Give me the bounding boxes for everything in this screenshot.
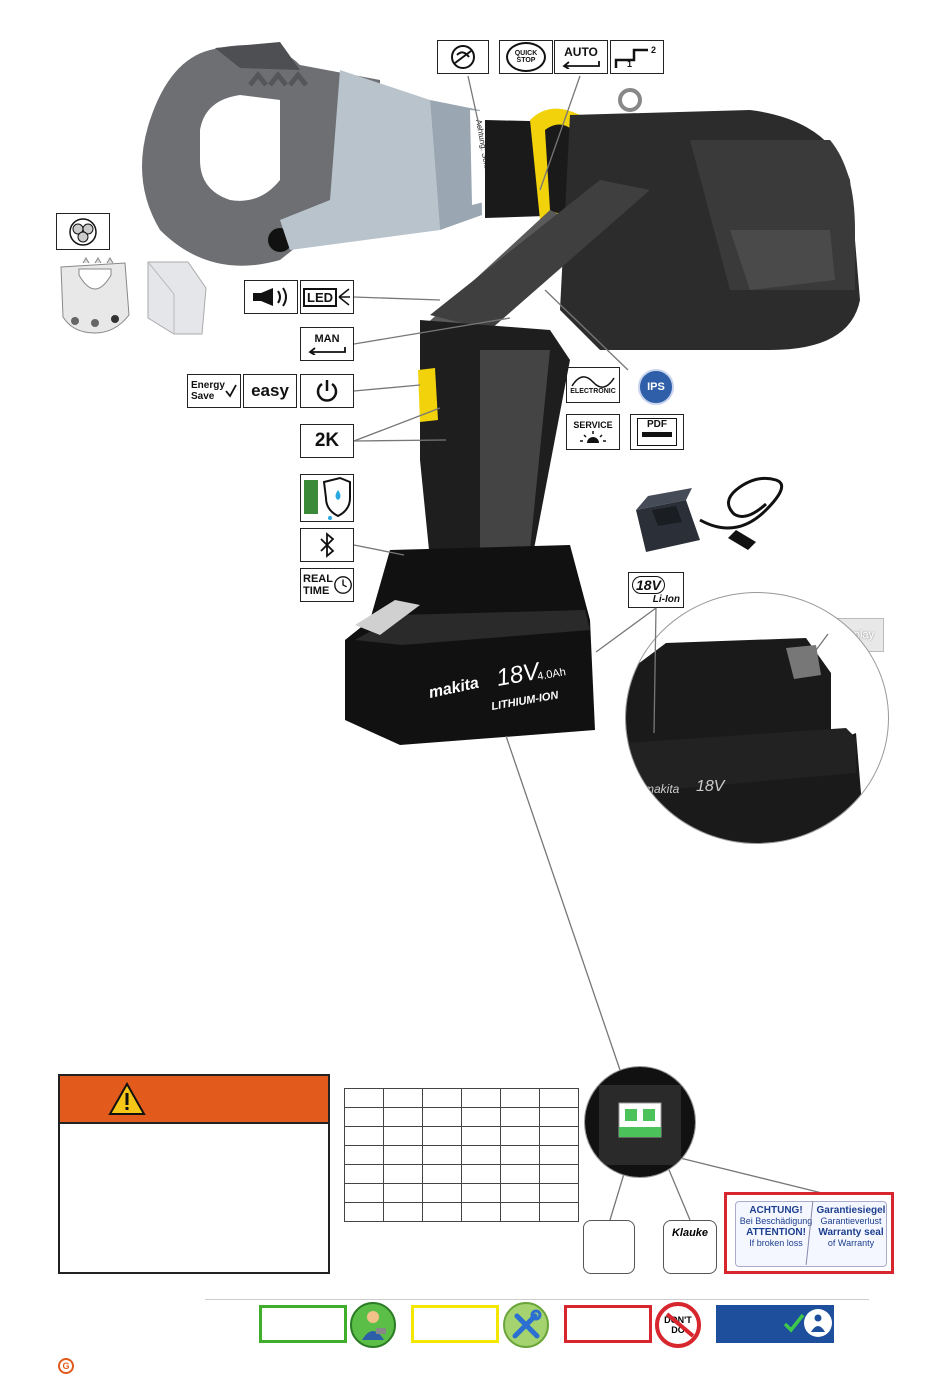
consult-manual-icon xyxy=(804,1309,832,1337)
pdf-label: PDF xyxy=(647,419,667,430)
quick-stop-label-bottom: STOP xyxy=(516,56,536,64)
legend-blue-box xyxy=(716,1305,834,1343)
seal-left-line1: ACHTUNG! xyxy=(749,1205,803,1216)
quick-stop-icon: QUICK STOP xyxy=(499,40,553,74)
table-row xyxy=(344,1145,579,1165)
legend-green-box xyxy=(259,1305,347,1343)
tools-maintenance-icon xyxy=(503,1302,549,1348)
auto-return-icon: AUTO xyxy=(554,40,608,74)
manual-return-icon: MAN xyxy=(300,327,354,361)
warning-header xyxy=(60,1076,328,1124)
led-light-icon: LED xyxy=(300,280,354,314)
seal-left-line2: Bei Beschädigung xyxy=(739,1216,813,1226)
easy-label: easy xyxy=(251,381,289,400)
cable-cross-section-icon xyxy=(56,213,110,250)
hands-off-icon xyxy=(437,40,489,74)
seal-left-line4: If broken loss xyxy=(749,1238,803,1248)
seal-right-line3: Warranty seal xyxy=(818,1227,884,1238)
service-indicator-icon: SERVICE xyxy=(566,414,620,450)
battery-voltage-label: 18V xyxy=(632,575,665,594)
cutting-blade-image xyxy=(60,257,130,334)
seal-right-line4: of Warranty xyxy=(827,1238,875,1248)
two-k-label: 2K xyxy=(314,430,340,451)
electronic-label: ELECTRONIC xyxy=(570,387,616,395)
water-protection-icon xyxy=(300,474,354,522)
battery-charger-image xyxy=(636,476,784,552)
battery-18v-li-ion-icon: 18V Li-Ion xyxy=(628,572,684,608)
zoom-brand-text: makita xyxy=(644,782,680,796)
warranty-seal: ACHTUNG! Bei Beschädigung ATTENTION! If … xyxy=(724,1192,894,1274)
man-label: MAN xyxy=(314,333,340,345)
ips-label: IPS xyxy=(647,381,665,393)
dont-do-line2: DO xyxy=(671,1325,685,1335)
user-operation-icon xyxy=(350,1302,396,1348)
battery-zoom-circle: makita 18V xyxy=(625,592,889,844)
seal-right-line2: Garantieverlust xyxy=(820,1216,882,1226)
zoom-voltage-text: 18V xyxy=(696,778,726,795)
power-icon xyxy=(300,374,354,408)
footer-mark-text: G xyxy=(62,1360,70,1371)
table-row xyxy=(344,1088,579,1108)
ips-icon: IPS xyxy=(638,369,674,405)
data-grid-table xyxy=(344,1088,579,1222)
warning-triangle-icon xyxy=(108,1082,146,1115)
service-label: SERVICE xyxy=(573,420,613,430)
electronic-icon: ELECTRONIC xyxy=(566,367,620,403)
blade-insert-image xyxy=(147,261,207,335)
pdf-report-icon: PDF xyxy=(630,414,684,450)
energy-save-line1: Energy xyxy=(191,380,225,391)
legend-red-box xyxy=(564,1305,652,1343)
bluetooth-icon xyxy=(300,528,354,562)
stage-1-label: 1 xyxy=(627,59,633,69)
stage-2-label: 2 xyxy=(651,45,657,55)
dont-do-icon: DON'T DO xyxy=(655,1302,701,1348)
real-time-line1: REAL xyxy=(303,573,333,585)
battery-capacity-text: 4.0Ah xyxy=(536,666,566,683)
table-row xyxy=(344,1164,579,1184)
klauke-cap: Klauke xyxy=(663,1220,717,1274)
easy-icon: easy xyxy=(243,374,297,408)
quick-stop-label-top: QUICK xyxy=(514,49,538,57)
two-stage-icon: 1 2 xyxy=(610,40,664,74)
real-time-clock-icon: REAL TIME xyxy=(300,568,354,602)
energy-save-icon: Energy Save xyxy=(187,374,241,408)
led-label: LED xyxy=(303,287,337,307)
table-row xyxy=(344,1183,579,1203)
auto-label: AUTO xyxy=(564,45,598,59)
warning-box xyxy=(58,1074,330,1274)
acoustic-signal-icon xyxy=(244,280,298,314)
energy-save-line2: Save xyxy=(191,391,215,402)
two-component-icon: 2K xyxy=(300,424,354,458)
battery-chem-label: Li-Ion xyxy=(652,593,680,605)
seal-right-line1: Garantiesiegel xyxy=(816,1205,886,1216)
table-row xyxy=(344,1202,579,1222)
legend-yellow-box xyxy=(411,1305,499,1343)
footer-g-mark: G xyxy=(58,1358,74,1374)
footer-divider xyxy=(205,1299,869,1300)
table-row xyxy=(344,1107,579,1127)
cutting-tool-illustration: Achtung: Schneidzone makita 18V 4.0Ah LI… xyxy=(142,42,860,745)
klauke-logo: Klauke xyxy=(671,1227,709,1239)
connector-cap-left xyxy=(583,1220,635,1274)
table-row xyxy=(344,1126,579,1146)
connector-zoom-circle xyxy=(584,1066,696,1178)
seal-left-line3: ATTENTION! xyxy=(746,1227,806,1238)
real-time-line2: TIME xyxy=(303,585,330,597)
check-icon xyxy=(783,1313,805,1333)
